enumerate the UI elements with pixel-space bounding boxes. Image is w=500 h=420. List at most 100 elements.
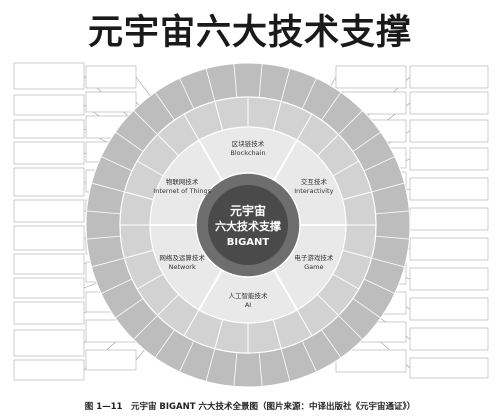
pillar-label-zh: 网络及运算技术 — [159, 253, 205, 262]
outer-ring-divider — [371, 182, 405, 193]
outer-ring-divider — [91, 182, 125, 193]
annotation-box — [335, 65, 407, 89]
outer-ring-divider — [363, 156, 395, 172]
annotation-box — [409, 207, 489, 231]
middle-ring-divider — [183, 113, 200, 141]
middle-ring-divider — [136, 160, 164, 177]
center-hub — [208, 185, 288, 265]
outer-ring-divider — [258, 352, 263, 387]
pillar-divider — [198, 139, 223, 181]
annotation-box — [409, 297, 489, 321]
outer-ring-divider — [86, 235, 121, 240]
outer-ring-divider — [371, 257, 405, 268]
outer-ring-divider — [101, 156, 133, 172]
annotation-box — [409, 327, 489, 351]
outer-ring-divider — [86, 210, 121, 215]
outer-ring-divider — [363, 278, 395, 294]
outer-ring-divider — [101, 278, 133, 294]
pillar-label-en: Game — [304, 263, 323, 271]
annotation-box — [13, 225, 85, 251]
annotation-box — [13, 199, 85, 223]
annotation-box — [13, 119, 85, 139]
pillar-label-zh: 电子游戏技术 — [294, 253, 334, 262]
middle-ring-divider — [157, 293, 180, 316]
pillar-label-en: AI — [245, 301, 251, 309]
outer-ring-divider — [205, 348, 216, 382]
annotation-box — [13, 329, 85, 357]
center-title-3: BIGANT — [227, 237, 270, 248]
pillar-label-en: Network — [169, 263, 196, 271]
middle-ring-divider — [157, 134, 180, 157]
pillar-divider — [198, 269, 223, 311]
outer-ring-divider — [133, 315, 158, 340]
middle-ring-divider — [332, 160, 360, 177]
middle-ring-divider — [296, 309, 313, 337]
middle-ring-divider — [124, 191, 154, 201]
middle-ring-divider — [272, 319, 282, 349]
outer-ring-divider — [179, 340, 195, 372]
annotation-box — [85, 65, 137, 89]
outer-ring-divider — [352, 131, 381, 152]
outer-ring-divider — [154, 329, 175, 358]
pillar-label-en: Blockchain — [230, 149, 265, 157]
annotation-box — [13, 253, 85, 275]
pillar-divider — [273, 269, 298, 311]
outer-ring-divider — [179, 78, 195, 110]
outer-ring-divider — [233, 352, 238, 387]
annotation-box — [409, 119, 489, 143]
outer-ring-divider — [301, 340, 317, 372]
leader-line — [135, 76, 152, 98]
pillar-divider — [273, 139, 298, 181]
outer-ring-divider — [321, 92, 342, 121]
pillar-label-en: Internet of Things — [153, 187, 211, 195]
annotation-box — [85, 349, 137, 371]
outer-ring-divider — [338, 110, 363, 135]
diagram-title: 元宇宙六大技术支撑 — [87, 12, 412, 53]
annotation-box — [85, 91, 137, 113]
pillar-label-zh: 人工智能技术 — [229, 291, 269, 300]
outer-ring-divider — [133, 110, 158, 135]
outer-ring-divider — [338, 315, 363, 340]
middle-ring-divider — [342, 191, 372, 201]
outer-ring-divider — [352, 298, 381, 319]
pillar-label-zh: 区块链技术 — [232, 139, 265, 148]
pillar-label-en: Interactivity — [294, 187, 333, 195]
middle-ring-divider — [136, 273, 164, 290]
outer-ring-divider — [154, 92, 175, 121]
middle-ring-divider — [183, 309, 200, 337]
middle-ring-divider — [332, 273, 360, 290]
outer-ring-divider — [115, 131, 144, 152]
middle-ring-divider — [316, 293, 339, 316]
outer-ring-divider — [280, 68, 291, 102]
middle-ring-divider — [214, 101, 224, 131]
pillar-label-zh: 交互技术 — [301, 177, 328, 186]
outer-ring-divider — [115, 298, 144, 319]
middle-ring-divider — [342, 249, 372, 259]
outer-ring-divider — [375, 210, 410, 215]
leader-line — [83, 282, 99, 289]
annotation-box — [13, 301, 85, 325]
annotation-box — [13, 141, 85, 165]
annotation-box — [13, 94, 85, 116]
middle-ring-divider — [214, 319, 224, 349]
center-title-1: 元宇宙 — [230, 203, 266, 218]
outer-ring-divider — [280, 348, 291, 382]
outer-ring-divider — [258, 63, 263, 98]
annotation-box — [409, 91, 489, 115]
figure-caption: 图 1—11 元宇宙 BIGANT 六大技术全景图（图片来源：中译出版社《元宇宙… — [84, 402, 416, 412]
pillar-label-zh: 物联网技术 — [166, 177, 199, 186]
annotation-box — [13, 277, 85, 299]
annotation-box — [409, 147, 489, 171]
annotation-box — [409, 267, 489, 291]
annotation-box — [13, 62, 85, 90]
ring-segments — [86, 63, 410, 387]
annotation-box — [13, 167, 85, 197]
leader-line — [135, 347, 147, 361]
center-title-2: 六大技术支撑 — [215, 219, 281, 233]
outer-ring-divider — [321, 329, 342, 358]
annotation-box — [13, 359, 85, 381]
middle-ring-divider — [316, 134, 339, 157]
outer-ring-divider — [375, 235, 410, 240]
